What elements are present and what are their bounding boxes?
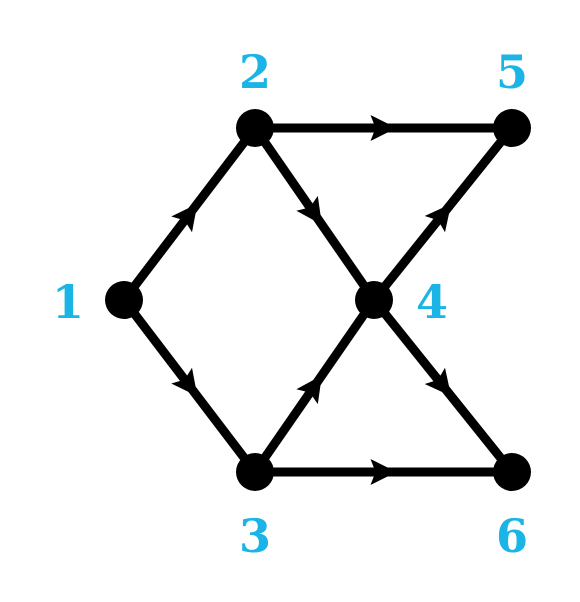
node-4 <box>355 281 393 319</box>
nodes-layer <box>105 109 531 491</box>
node-2 <box>236 109 274 147</box>
arrow-head-3-6 <box>370 459 397 485</box>
node-5 <box>493 109 531 147</box>
node-label-2: 2 <box>239 45 271 99</box>
labels-layer: 1 2 3 4 5 6 <box>52 45 528 563</box>
node-label-3: 3 <box>239 509 271 563</box>
arrow-head-4-5 <box>424 203 452 233</box>
node-label-5: 5 <box>496 45 528 99</box>
node-label-4: 4 <box>416 275 448 329</box>
node-3 <box>236 453 274 491</box>
arrow-head-3-4 <box>296 375 322 405</box>
arrow-head-2-5 <box>370 115 397 141</box>
edges-layer <box>119 115 517 485</box>
arrow-head-2-4 <box>296 195 322 225</box>
arrow-head-1-2 <box>171 203 198 233</box>
node-label-1: 1 <box>52 275 84 329</box>
arrow-head-4-6 <box>424 367 452 397</box>
node-6 <box>493 453 531 491</box>
node-label-6: 6 <box>496 509 528 563</box>
node-1 <box>105 281 143 319</box>
arrow-head-1-3 <box>171 367 198 397</box>
